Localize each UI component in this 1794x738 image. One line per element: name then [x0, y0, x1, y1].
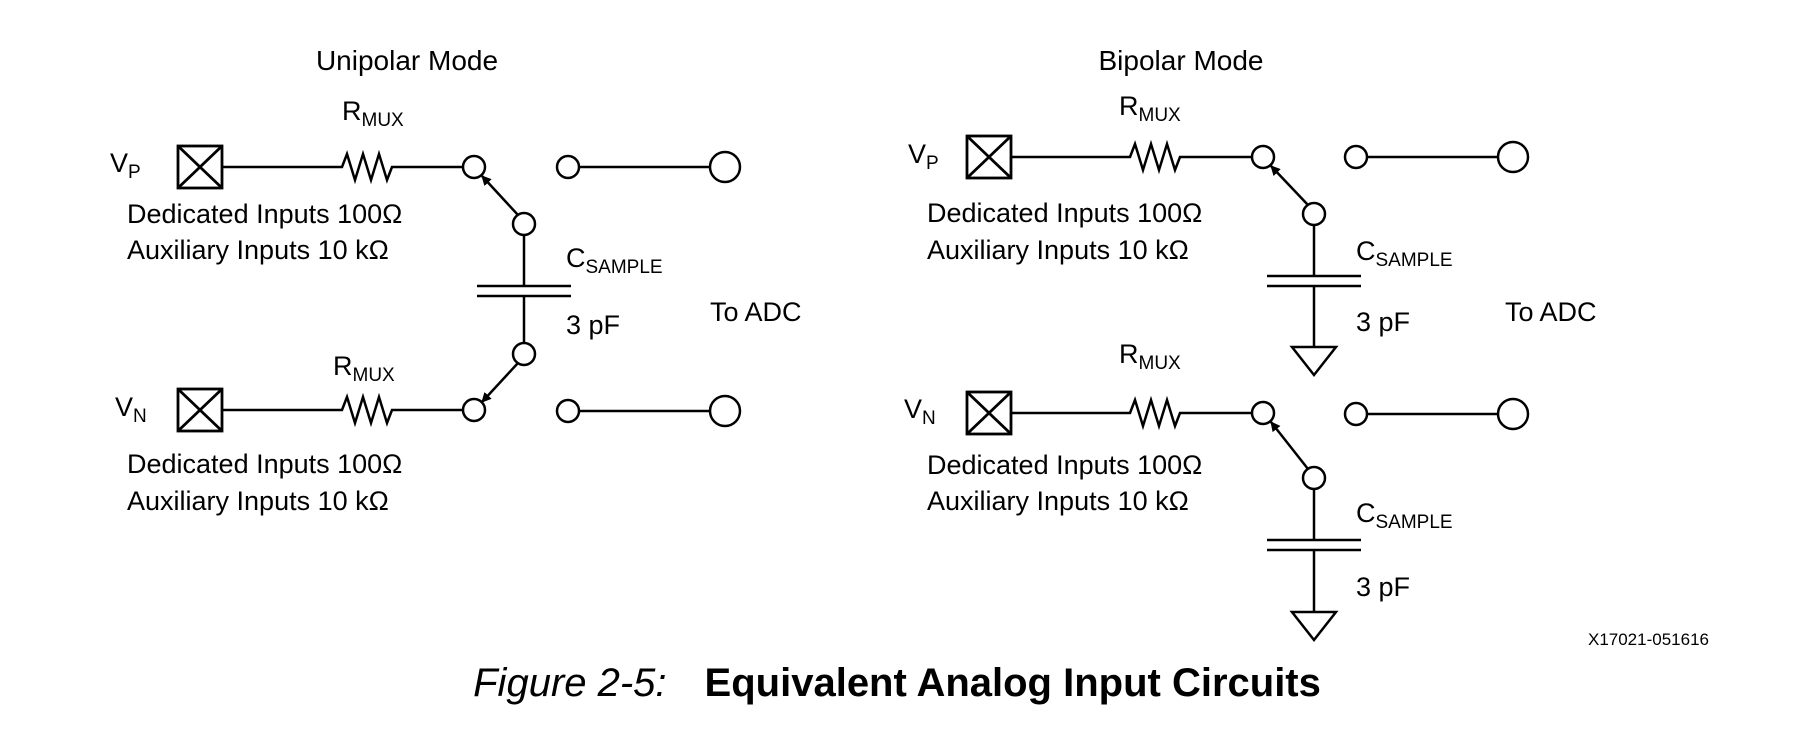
unipolar-vp-switch-contact: [461, 154, 487, 180]
unipolar-vn-wire: [222, 392, 463, 428]
bipolar-csample-top-label: CSAMPLE: [1356, 236, 1453, 271]
bipolar-adc-contact-bottom: [1343, 401, 1369, 427]
unipolar-adc-terminal-top: [708, 150, 742, 184]
unipolar-vn-switch-contact: [461, 397, 487, 423]
unipolar-vn-label: VN: [115, 392, 147, 427]
bipolar-cap-value-bottom: 3 pF: [1356, 572, 1410, 602]
bipolar-top-note-dedicated: Dedicated Inputs 100Ω: [927, 198, 1202, 228]
bipolar-title: Bipolar Mode: [1099, 45, 1264, 76]
bipolar-vp-label: VP: [908, 139, 939, 174]
bipolar-csample-bottom-capacitor: [1267, 489, 1361, 612]
unipolar-top-note-auxiliary: Auxiliary Inputs 10 kΩ: [127, 235, 389, 265]
unipolar-bottom-note-dedicated: Dedicated Inputs 100Ω: [127, 449, 402, 479]
unipolar-vn-input-pad: [176, 387, 224, 433]
bipolar-csample-bottom-label: CSAMPLE: [1356, 498, 1453, 533]
bipolar-to-adc-label: To ADC: [1505, 297, 1597, 327]
bipolar-vn-input-pad: [965, 390, 1013, 436]
unipolar-switch-pivot-top: [511, 211, 537, 237]
bipolar-circuit: Bipolar Mode VP RMUX Dedicated Inputs 10…: [904, 45, 1597, 643]
unipolar-switch-arm-top: [481, 175, 519, 216]
bipolar-bottom-note-dedicated: Dedicated Inputs 100Ω: [927, 450, 1202, 480]
unipolar-vp-input-pad: [176, 144, 224, 190]
unipolar-rmux-bottom-label: RMUX: [333, 351, 395, 386]
bipolar-switch-pivot-bottom: [1301, 465, 1327, 491]
bipolar-ground-top-icon: [1289, 345, 1339, 378]
unipolar-vp-wire: [222, 149, 463, 185]
unipolar-switch-pivot-bottom: [511, 341, 537, 367]
figure-code: X17021-051616: [1588, 630, 1709, 649]
bipolar-switch-pivot-top: [1301, 201, 1327, 227]
unipolar-cap-value: 3 pF: [566, 310, 620, 340]
bipolar-adc-contact-top: [1343, 144, 1369, 170]
unipolar-switch-arm-bottom: [481, 362, 519, 403]
bipolar-switch-arm-bottom: [1270, 421, 1309, 470]
figure-number: Figure 2-5:: [473, 661, 667, 705]
bipolar-vp-wire: [1011, 139, 1252, 175]
bipolar-vp-switch-contact: [1250, 144, 1276, 170]
bipolar-adc-terminal-top: [1496, 140, 1530, 174]
unipolar-rmux-top-label: RMUX: [342, 96, 404, 131]
bipolar-switch-arm-top: [1270, 165, 1309, 206]
unipolar-vp-label: VP: [110, 148, 141, 183]
bipolar-cap-value-top: 3 pF: [1356, 307, 1410, 337]
unipolar-circuit: Unipolar Mode VP RMUX Dedicated Inputs 1…: [110, 45, 802, 516]
unipolar-adc-contact-top: [555, 154, 581, 180]
bipolar-ground-bottom-icon: [1289, 610, 1339, 643]
bipolar-rmux-top-label: RMUX: [1119, 91, 1181, 126]
unipolar-title: Unipolar Mode: [316, 45, 498, 76]
figure-title: Equivalent Analog Input Circuits: [704, 661, 1321, 705]
unipolar-adc-contact-bottom: [555, 398, 581, 424]
bipolar-adc-terminal-bottom: [1496, 397, 1530, 431]
unipolar-csample-label: CSAMPLE: [566, 243, 663, 278]
unipolar-top-note-dedicated: Dedicated Inputs 100Ω: [127, 199, 402, 229]
unipolar-csample-capacitor: [477, 235, 571, 343]
figure-caption: Figure 2-5: Equivalent Analog Input Circu…: [0, 658, 1794, 708]
bipolar-rmux-bottom-label: RMUX: [1119, 339, 1181, 374]
unipolar-adc-terminal-bottom: [708, 394, 742, 428]
bipolar-vp-input-pad: [965, 134, 1013, 180]
bipolar-vn-switch-contact: [1250, 400, 1276, 426]
unipolar-bottom-note-auxiliary: Auxiliary Inputs 10 kΩ: [127, 486, 389, 516]
bipolar-bottom-note-auxiliary: Auxiliary Inputs 10 kΩ: [927, 486, 1189, 516]
bipolar-top-note-auxiliary: Auxiliary Inputs 10 kΩ: [927, 235, 1189, 265]
unipolar-to-adc-label: To ADC: [710, 297, 802, 327]
bipolar-csample-top-capacitor: [1267, 225, 1361, 347]
bipolar-vn-wire: [1011, 395, 1252, 431]
bipolar-vn-label: VN: [904, 394, 936, 429]
